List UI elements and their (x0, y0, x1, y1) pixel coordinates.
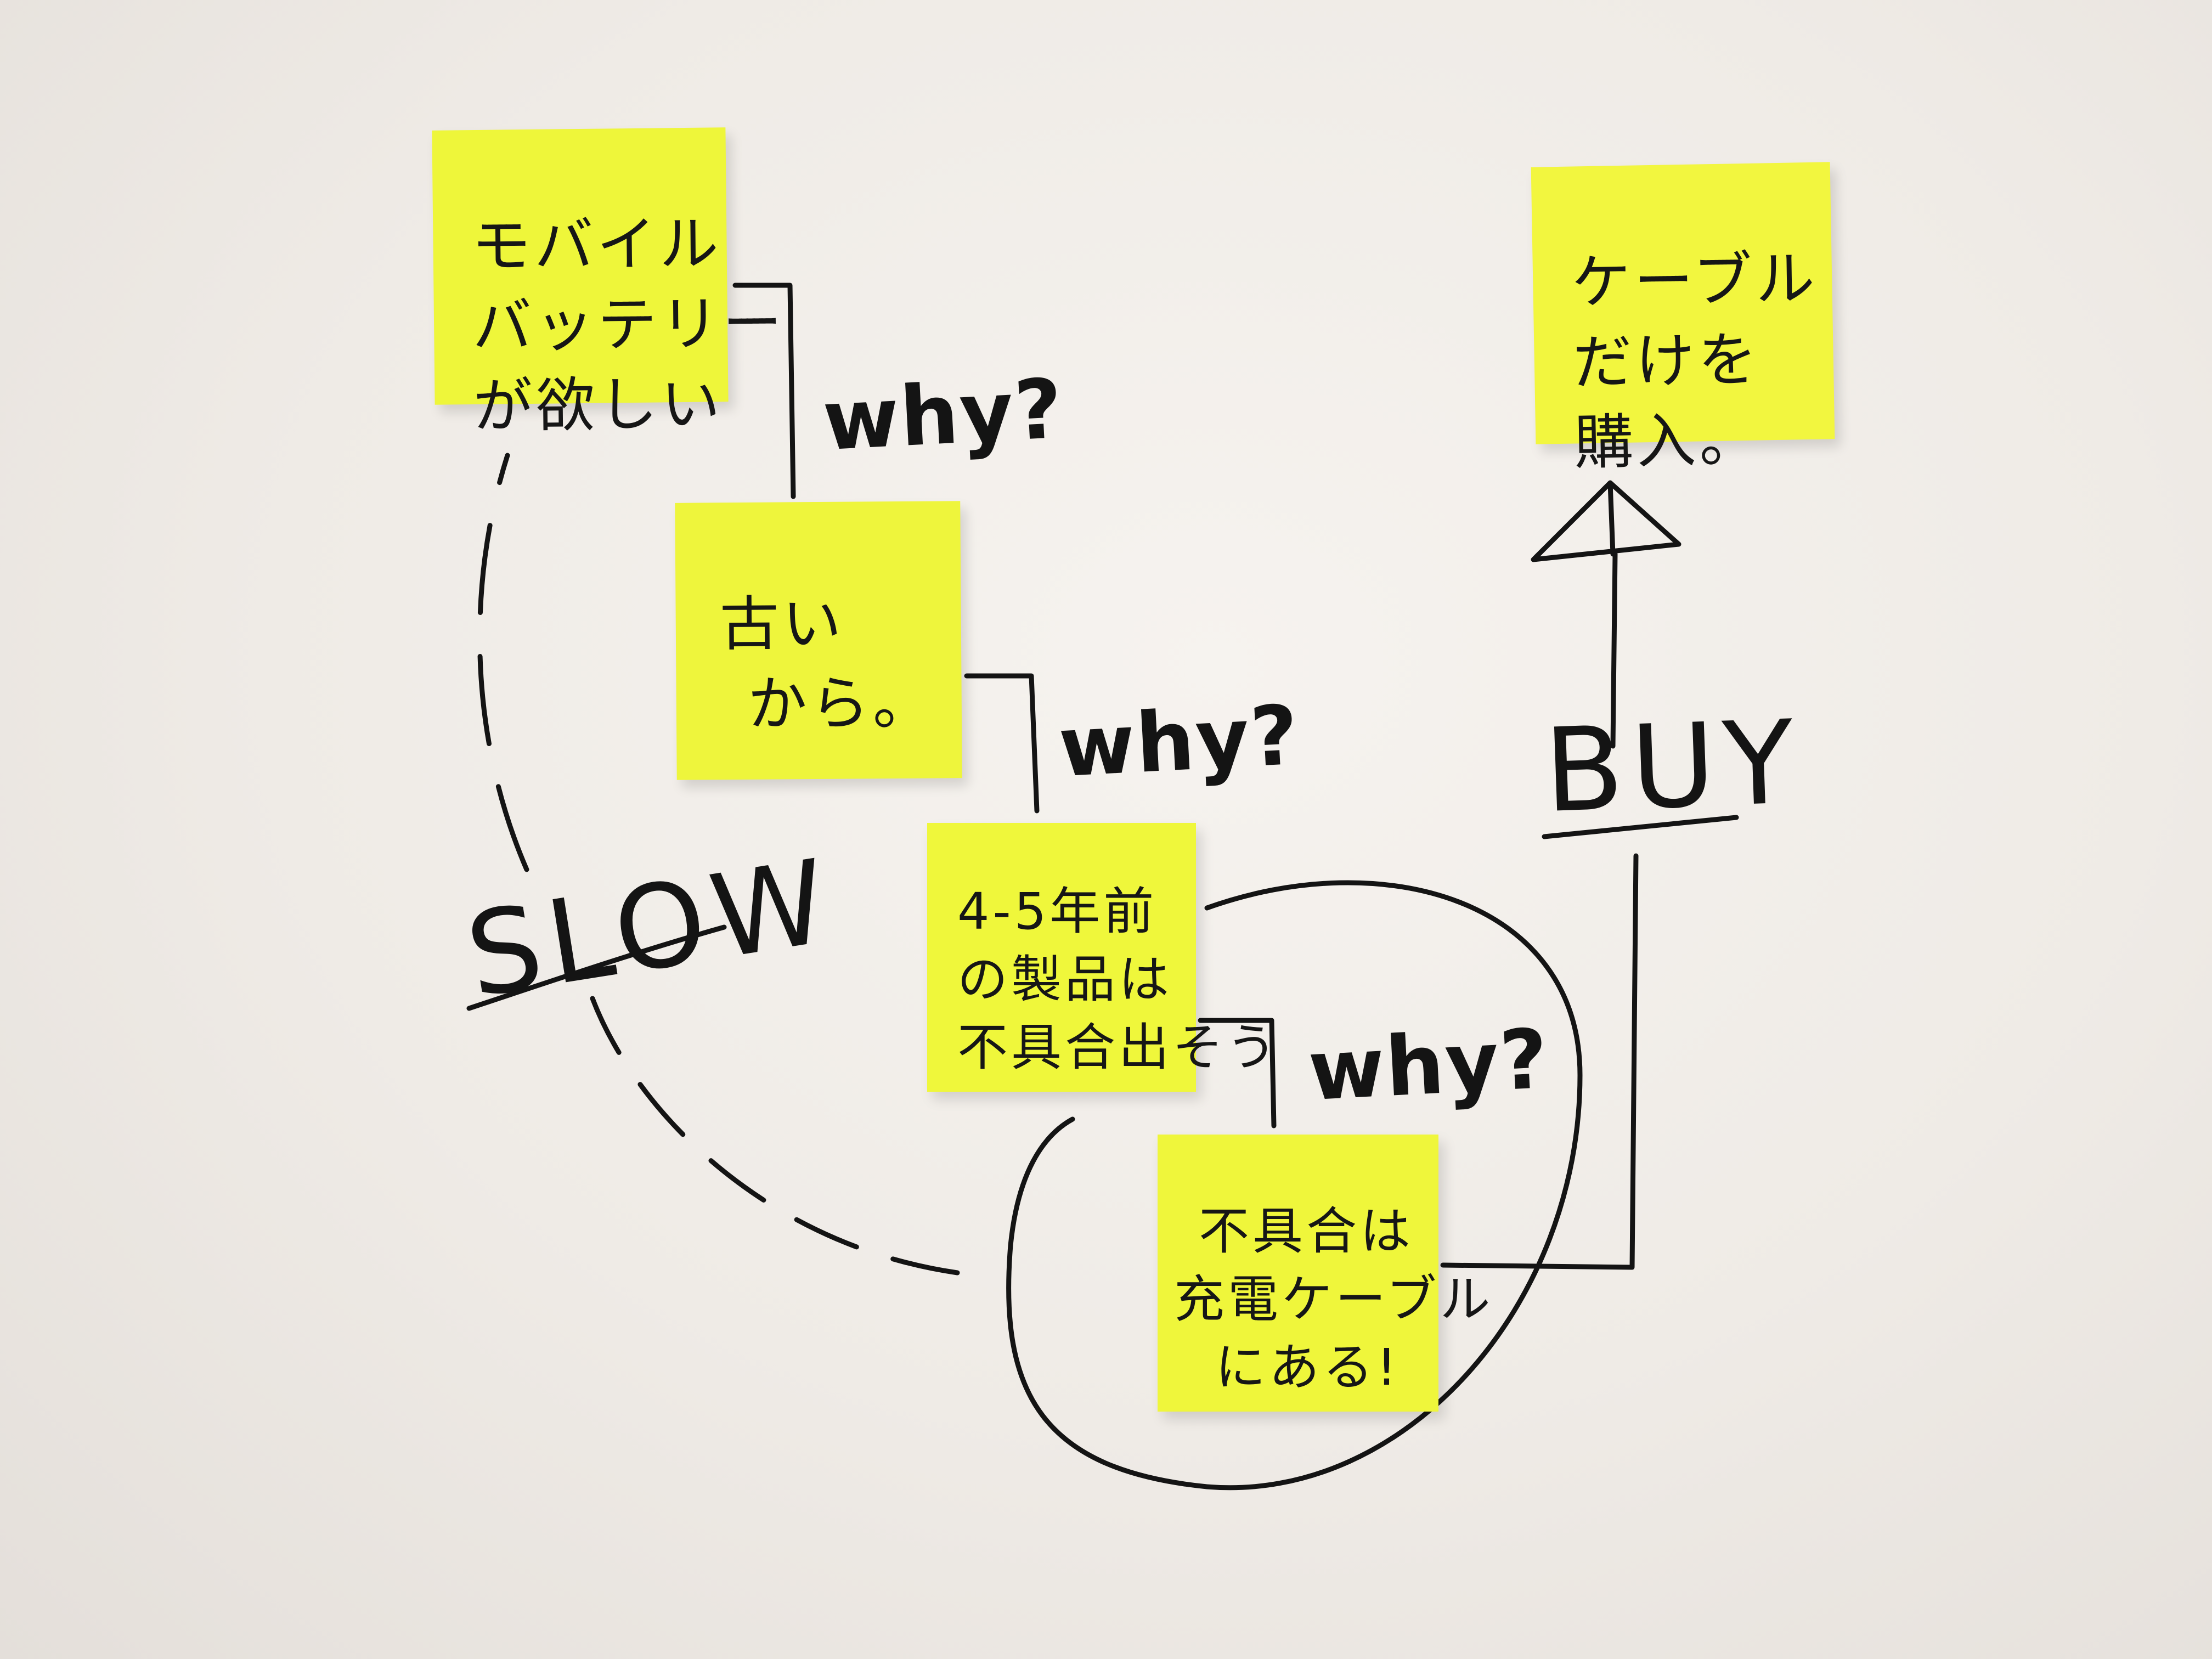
note-line: から。 (747, 669, 936, 739)
buy-underline (1542, 815, 1739, 839)
loop-circle (1006, 880, 1583, 1491)
arrow-head (1531, 480, 1681, 562)
note-line: 古い (719, 589, 845, 659)
sticky-note-mobile-battery: モバイル バッテリー が欲しい (432, 127, 786, 441)
note-line: バッテリー (472, 289, 786, 361)
sticky-note-old-products: 4-5年前 の製品は 不具合出そう (927, 823, 1280, 1092)
note-line: 不具合出そう (957, 1018, 1280, 1077)
why-label-3: why? (1306, 1011, 1551, 1120)
connector-products-cause (1198, 1018, 1277, 1128)
sticky-note-root-cause: 不具合は 充電ケーブル にある! (1158, 1135, 1494, 1412)
connector-mobile-old (732, 283, 796, 499)
note-line: ケーブル (1571, 244, 1819, 318)
why-label-1: why? (820, 361, 1066, 470)
slow-return-path (590, 996, 960, 1276)
note-line: の製品は (957, 950, 1173, 1009)
connector-cause-buy (1440, 853, 1639, 1270)
slow-underline (466, 924, 727, 1011)
buy-label: BUY (1542, 695, 1804, 839)
note-line: だけを (1572, 325, 1761, 398)
note-line: 充電ケーブル (1174, 1270, 1494, 1329)
connector-old-products (964, 673, 1040, 814)
note-line: にある! (1215, 1338, 1400, 1397)
sticky-note-old: 古い から。 (675, 501, 962, 780)
note-line: 購入。 (1573, 405, 1763, 478)
arrow-shaft (1610, 551, 1618, 749)
note-line: モバイル (471, 210, 723, 281)
note-line: 不具合は (1199, 1202, 1414, 1261)
slow-upper-path (477, 453, 529, 872)
note-line: 4-5年前 (957, 882, 1158, 941)
note-line: が欲しい (473, 369, 724, 441)
sticky-note-buy-cable: ケーブル だけを 購入。 (1531, 162, 1835, 477)
why-label-2: why? (1056, 687, 1302, 796)
